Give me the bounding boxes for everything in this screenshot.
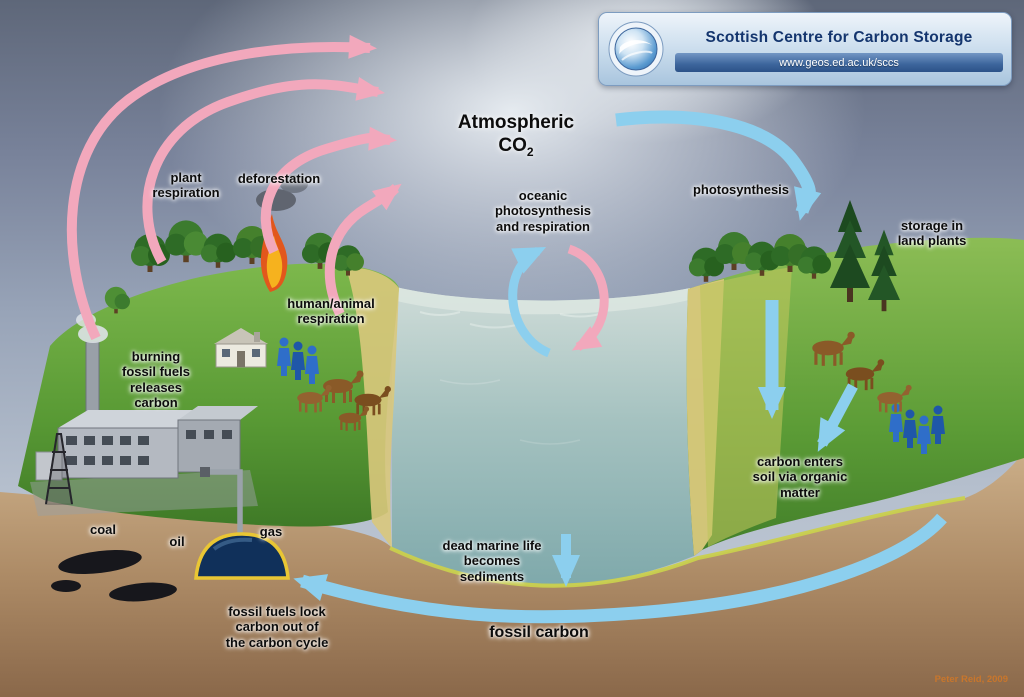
livestock-left	[297, 370, 391, 431]
label-oil: oil	[169, 534, 185, 549]
trees-right	[688, 200, 900, 312]
arrow-burning-fossil-fuels	[66, 34, 377, 341]
label-fossil-fuels-lock: fossil fuels lock carbon out of the carb…	[225, 604, 329, 650]
org-url: www.geos.ed.ac.uk/sccs	[675, 53, 1003, 72]
atmospheric-word: Atmospheric	[457, 112, 575, 133]
credit-text: Peter Reid, 2009	[934, 674, 1008, 685]
label-dead-marine-life: dead marine life becomes sediments	[442, 538, 542, 584]
arrow-carbon-to-soil-diagonal	[817, 383, 858, 452]
label-atmospheric-co2: Atmospheric CO2	[458, 112, 574, 159]
oil-gas-reservoir	[194, 532, 290, 580]
label-fossil-carbon: fossil carbon	[489, 624, 589, 641]
livestock-right	[812, 331, 912, 413]
header-banner: Scottish Centre for Carbon Storage www.g…	[598, 12, 1012, 86]
arrow-photosynthesis	[615, 110, 822, 221]
sccs-globe-logo	[608, 21, 664, 77]
wellhead	[200, 467, 210, 477]
label-deforestation: deforestation	[237, 171, 321, 186]
oil-derrick	[44, 433, 74, 505]
seabed-sediment-line	[389, 496, 966, 588]
conifer-tree	[830, 200, 870, 302]
label-gas: gas	[259, 524, 283, 539]
ocean-water	[392, 286, 694, 586]
label-burning-fossil-fuels: burning fossil fuels releases carbon	[122, 349, 190, 410]
label-photosynthesis: photosynthesis	[692, 182, 790, 197]
conifer-tree	[868, 229, 900, 312]
org-title: Scottish Centre for Carbon Storage	[705, 29, 973, 46]
label-oceanic-photosynthesis: oceanic photosynthesis and respiration	[494, 188, 592, 234]
label-plant-respiration: plant respiration	[152, 170, 220, 201]
arrow-deforestation	[260, 126, 397, 255]
gas-pipe	[206, 469, 243, 536]
label-storage-land-plants: storage in land plants	[897, 218, 967, 249]
co2-formula: CO2	[498, 134, 534, 159]
label-coal: coal	[89, 522, 117, 537]
coal-seams	[51, 549, 177, 602]
people-left	[277, 337, 319, 384]
house-illustration	[214, 328, 268, 368]
banner-text-block: Scottish Centre for Carbon Storage www.g…	[671, 13, 1011, 85]
arrow-fossil-carbon	[293, 513, 947, 624]
arrow-plant-respiration	[142, 77, 385, 265]
label-human-animal-respiration: human/animal respiration	[287, 296, 375, 327]
trees-left	[104, 220, 364, 314]
arrow-ocean-uptake	[508, 246, 551, 358]
label-carbon-enters-soil: carbon enters soil via organic matter	[752, 454, 848, 500]
arrow-human-animal-respiration	[324, 183, 402, 317]
underground-layer	[0, 452, 1024, 697]
people-right	[889, 403, 945, 454]
arrow-ocean-respiration	[567, 244, 609, 351]
